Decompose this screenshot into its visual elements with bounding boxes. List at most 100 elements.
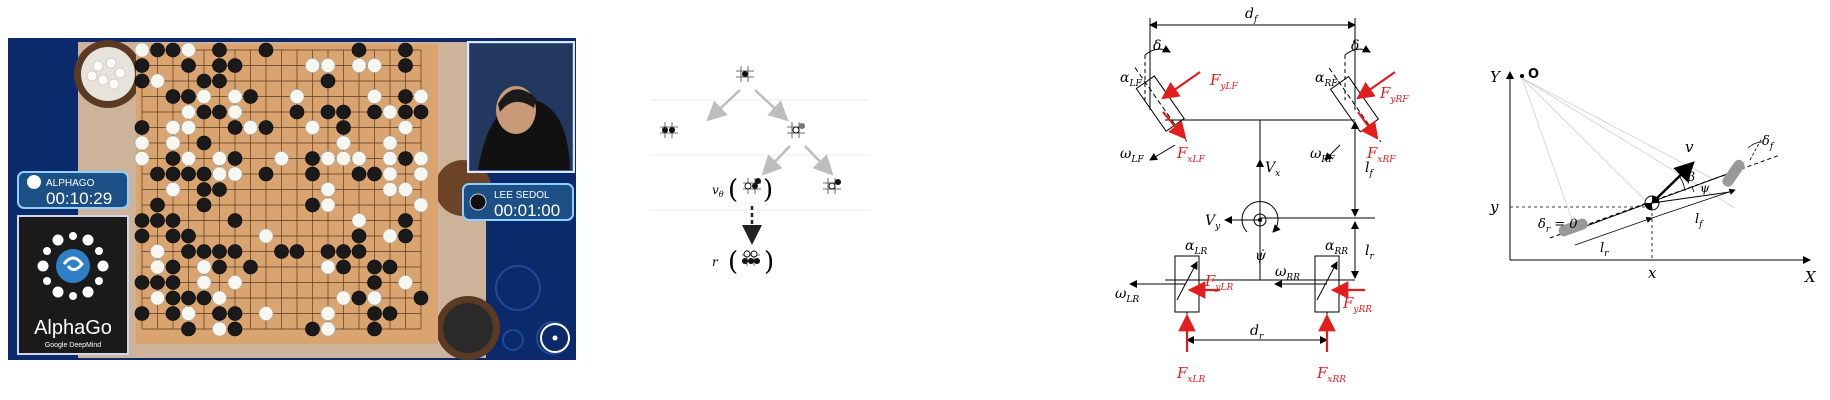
- white-stone: [367, 89, 382, 104]
- velocity-vector: [1651, 161, 1695, 204]
- black-stone: [150, 42, 165, 58]
- black-stone: [289, 104, 305, 120]
- rear-wheel: [1558, 218, 1588, 237]
- black-stone: [212, 42, 227, 58]
- turning-center: [1520, 74, 1524, 78]
- black-stone: [134, 120, 150, 135]
- white-stone: [336, 135, 351, 151]
- white-stone: [367, 58, 382, 73]
- white-stone: [274, 151, 289, 166]
- white-stone: [413, 151, 429, 166]
- white-stone: [398, 120, 413, 135]
- label-alpha-rr: αRR: [1325, 238, 1348, 257]
- black-stone: [258, 42, 274, 58]
- black-stone: [336, 120, 351, 135]
- white-stone: [289, 89, 305, 104]
- logo-dot: [82, 234, 94, 246]
- white-stone: [181, 42, 196, 58]
- tree-node-left: [659, 121, 679, 139]
- force-xrf-arrow: [1357, 111, 1379, 140]
- wheel-front-left: [1134, 67, 1188, 142]
- bicycle-model-diagram: Y X y x v β ψ δf δr = 0 lr lf O: [1489, 67, 1817, 286]
- alphago-broadcast-panel: ALPHAGO 00:10:29 LEE SEDOL 00:01:00 Alph…: [8, 38, 576, 360]
- black-stone: [227, 306, 243, 321]
- black-stone: [196, 197, 212, 213]
- bicycle-model-panel: Y X y x v β ψ δf δr = 0 lr lf O: [1480, 60, 1825, 340]
- logo-dot: [37, 260, 49, 272]
- label-psi: ψ: [1700, 181, 1710, 195]
- search-tree-diagram: vθ ( ) r ( ): [650, 65, 870, 277]
- label-lf: lf: [1365, 160, 1374, 179]
- black-stone: [305, 151, 320, 166]
- black-stone: [413, 104, 429, 120]
- black-stone: [398, 58, 413, 73]
- alphago-timer-badge: ALPHAGO 00:10:29: [17, 171, 129, 209]
- black-stone: [165, 89, 181, 104]
- black-stone: [320, 104, 336, 120]
- label-fyrr: FyRR: [1342, 294, 1372, 315]
- white-stone: [382, 166, 398, 182]
- label-fxrf: FxRF: [1366, 144, 1396, 165]
- white-stone: [336, 290, 351, 306]
- logo-subtitle: Google DeepMind: [45, 342, 102, 349]
- black-stone: [227, 58, 243, 73]
- black-stone: [134, 228, 150, 244]
- white-stone: [150, 244, 165, 259]
- label-fyrf: FyRF: [1379, 84, 1409, 105]
- logo-dot: [69, 292, 77, 300]
- black-stone: [351, 290, 367, 306]
- black-stone: [398, 228, 413, 244]
- label-y-value: y: [1489, 198, 1499, 216]
- label-lr: lr: [1600, 241, 1609, 259]
- white-stone: [196, 275, 212, 290]
- white-stone: [134, 135, 150, 151]
- tree-edge: [804, 145, 834, 176]
- logo-dot: [52, 234, 64, 246]
- logo-spiral-icon: [56, 249, 90, 283]
- white-stone: [212, 290, 227, 306]
- logo-dot: [69, 232, 77, 240]
- black-stone: [398, 151, 413, 166]
- black-stone: [212, 259, 227, 275]
- black-stone: [289, 244, 305, 259]
- label-velocity: v: [1685, 138, 1694, 156]
- white-stone: [413, 197, 429, 213]
- black-stone: [165, 228, 181, 244]
- black-stone: [134, 58, 150, 73]
- white-stone: [351, 213, 367, 228]
- black-stone: [336, 244, 351, 259]
- white-stone: [212, 166, 227, 182]
- black-stone: [165, 166, 181, 182]
- black-stone: [150, 275, 165, 290]
- white-stone: [150, 290, 165, 306]
- black-stone-icon: [469, 193, 487, 211]
- lf-dimension: [1651, 188, 1736, 219]
- label-fylf: FyLF: [1209, 71, 1238, 92]
- lee-sedol-timer-badge: LEE SEDOL 00:01:00: [462, 183, 574, 221]
- white-stone: [320, 58, 336, 73]
- dot-icon: [552, 335, 558, 341]
- tree-node-right: [786, 121, 806, 139]
- logo-dot: [43, 247, 52, 255]
- black-stone: [398, 104, 413, 120]
- tree-node-value: [742, 177, 762, 195]
- label-Y-axis: Y: [1490, 68, 1502, 86]
- vehicle-dynamics-panel: df δ δ αLF αRF ωLF ωRF Vx Vy ψ̇ lf lr αL…: [1115, 0, 1415, 400]
- alphago-name: ALPHAGO: [46, 178, 95, 189]
- alphago-scene: ALPHAGO 00:10:29 LEE SEDOL 00:01:00 Alph…: [8, 38, 576, 360]
- label-beta: β: [1687, 170, 1695, 184]
- white-stone: [382, 104, 398, 120]
- label-delta-left: δ: [1153, 38, 1161, 54]
- white-stone: [181, 306, 196, 321]
- black-stone: [382, 259, 398, 275]
- black-stone: [165, 151, 181, 166]
- white-stone: [181, 120, 196, 135]
- tree-node-terminal: [741, 249, 761, 267]
- force-yrf-arrow: [1356, 71, 1396, 100]
- ring-icon: [540, 323, 570, 353]
- white-stone: [212, 321, 227, 337]
- label-omega-rr: ωRR: [1275, 264, 1300, 283]
- white-stone: [196, 259, 212, 275]
- white-stone: [165, 182, 181, 197]
- black-stone: [212, 104, 227, 120]
